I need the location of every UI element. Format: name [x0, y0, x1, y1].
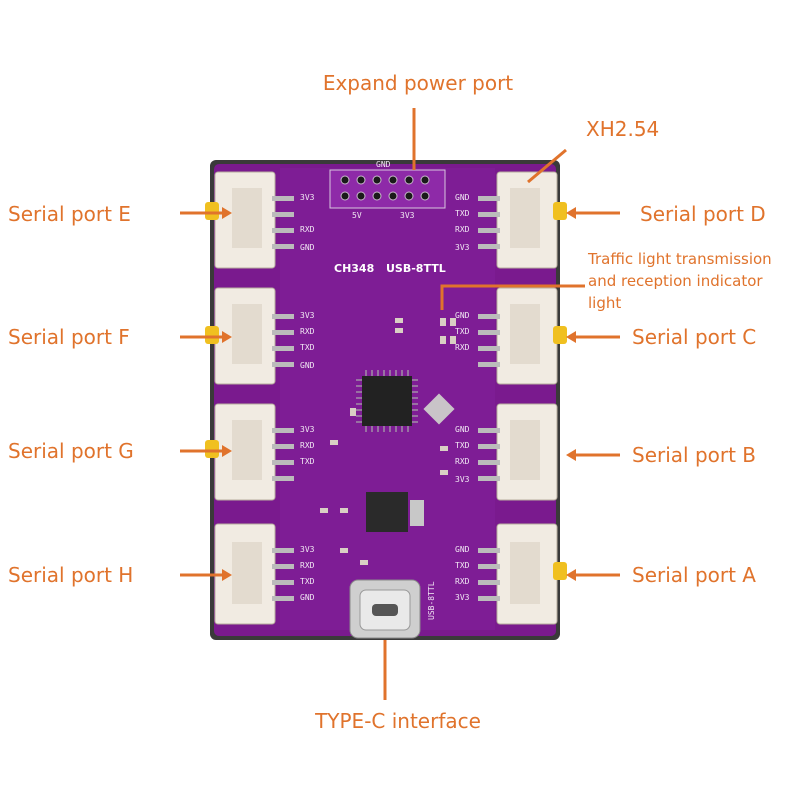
silk-rxd-c: RXD	[455, 343, 470, 352]
label-traffic-light-3: light	[588, 294, 621, 312]
usb-model-silk: USB-8TTL	[427, 581, 436, 620]
label-serial-port-h: Serial port H	[8, 563, 133, 587]
silk-gnd-a: GND	[455, 545, 470, 554]
label-xh254: XH2.54	[586, 117, 659, 141]
silk-rxd-b: RXD	[455, 457, 470, 466]
silk-rxd-g: RXD	[300, 441, 315, 450]
silk-gnd-b: GND	[455, 425, 470, 434]
connector-left-e	[205, 171, 294, 269]
header-3v3-silk: 3V3	[400, 211, 415, 220]
label-type-c-interface: TYPE-C interface	[314, 709, 481, 733]
silk-txd-a: TXD	[455, 561, 470, 570]
connector-left-f	[205, 287, 294, 385]
silk-gnd-f: GND	[300, 361, 315, 370]
silk-3v3-e: 3V3	[300, 193, 315, 202]
silk-gnd-c: GND	[455, 311, 470, 320]
label-serial-port-d: Serial port D	[640, 202, 766, 226]
silk-rxd-d: RXD	[455, 225, 470, 234]
label-serial-port-c: Serial port C	[632, 325, 756, 349]
silk-rxd-a: RXD	[455, 577, 470, 586]
pin-header: GND 5V 3V3	[329, 160, 446, 220]
silk-txd-f: TXD	[300, 343, 315, 352]
silk-gnd-d: GND	[455, 193, 470, 202]
header-5v-silk: 5V	[352, 211, 362, 220]
connector-left-h	[214, 523, 294, 625]
ch348-chip	[356, 370, 418, 432]
label-serial-port-e: Serial port E	[8, 202, 131, 226]
connector-right-a	[478, 523, 567, 625]
silk-rxd-e: RXD	[300, 225, 315, 234]
label-serial-port-f: Serial port F	[8, 325, 130, 349]
silk-txd-d: TXD	[455, 209, 470, 218]
label-serial-port-b: Serial port B	[632, 443, 756, 467]
silk-3v3-d: 3V3	[455, 243, 470, 252]
silk-txd-h: TXD	[300, 577, 315, 586]
silk-3v3-a: 3V3	[455, 593, 470, 602]
label-serial-port-g: Serial port G	[8, 439, 134, 463]
connector-right-d	[478, 171, 567, 269]
silk-txd-c: TXD	[455, 327, 470, 336]
silk-txd-b: TXD	[455, 441, 470, 450]
connector-right-b	[478, 403, 558, 501]
label-traffic-light-1: Traffic light transmission	[587, 250, 772, 268]
silk-rxd-f: RXD	[300, 327, 315, 336]
silk-rxd-h: RXD	[300, 561, 315, 570]
connector-right-c	[478, 287, 567, 385]
label-expand-power-port: Expand power port	[323, 71, 513, 95]
pin-silk-left: 3V3 RXD GND 3V3 RXD TXD GND 3V3 RXD TXD …	[300, 193, 315, 602]
silk-3v3-f: 3V3	[300, 311, 315, 320]
connector-left-g	[205, 403, 294, 501]
label-traffic-light-2: and reception indicator	[588, 272, 763, 290]
silk-3v3-g: 3V3	[300, 425, 315, 434]
voltage-regulator	[366, 492, 424, 532]
smd-components	[320, 318, 456, 565]
header-gnd-silk: GND	[376, 160, 391, 169]
label-serial-port-a: Serial port A	[632, 563, 756, 587]
callout-arrows	[180, 108, 620, 700]
model-silk: USB-8TTL	[386, 262, 446, 275]
silk-gnd-h: GND	[300, 593, 315, 602]
silk-3v3-b: 3V3	[455, 475, 470, 484]
chip-name-silk: CH348	[334, 262, 374, 275]
silk-gnd-e: GND	[300, 243, 315, 252]
crystal	[423, 393, 455, 425]
pin-silk-right: GND TXD RXD 3V3 GND TXD RXD GND TXD RXD …	[455, 193, 470, 602]
silk-txd-g: TXD	[300, 457, 315, 466]
usb-c-port	[349, 579, 421, 639]
pcb-board	[210, 160, 560, 640]
silk-3v3-h: 3V3	[300, 545, 315, 554]
